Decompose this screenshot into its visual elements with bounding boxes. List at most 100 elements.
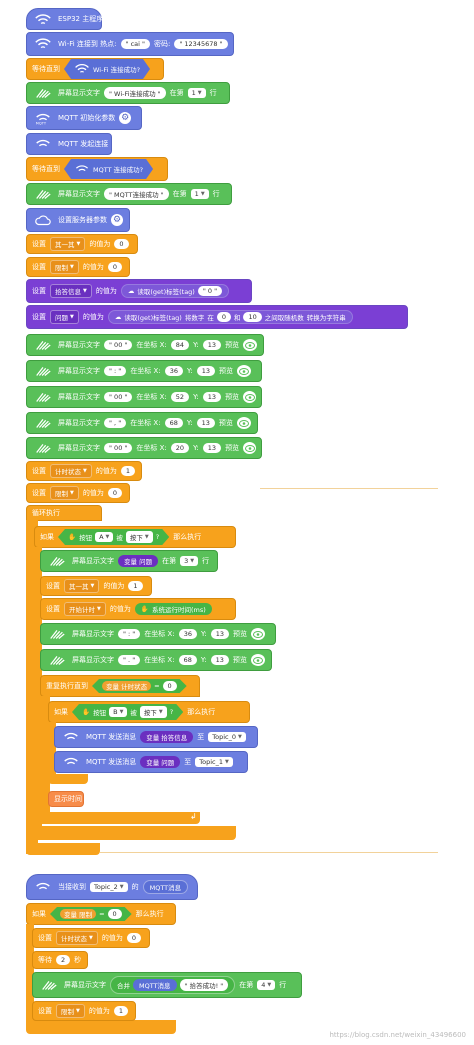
eye-icon[interactable] xyxy=(243,391,256,403)
button-pressed-condition[interactable]: ✋ 按钮 A▼ 被 按下▼ ? xyxy=(58,529,169,545)
screen-show-xy-block[interactable]: 屏幕显示文字 " : " 在坐标 X: 36 Y: 13 预览 xyxy=(26,360,262,382)
y-input[interactable]: 13 xyxy=(196,418,215,428)
value-input[interactable]: 1 xyxy=(113,1006,128,1016)
eye-icon[interactable] xyxy=(243,339,258,351)
screen-show-xy-block[interactable]: 屏幕显示文字 " . " 在坐标 X: 68 Y: 13 预览 xyxy=(40,649,272,671)
if-block[interactable]: 如果 ✋ 按钮 B▼ 被 按下▼ ? 那么执行 xyxy=(48,701,250,723)
row-dropdown[interactable]: 3▼ xyxy=(180,556,199,566)
random-max-input[interactable]: 10 xyxy=(243,312,262,322)
set-question-block[interactable]: 设置 问题▼ 的值为 ☁ 读取(get)标签(tag) 将数字 在 0 和 10… xyxy=(26,305,408,329)
eye-icon[interactable] xyxy=(243,442,256,454)
show-time-block[interactable]: 显示时间 xyxy=(48,791,84,807)
set-variable-block[interactable]: 设置 其一其▼ 的值为 0 xyxy=(26,234,138,254)
mqtt-init-block[interactable]: MQTT MQTT 初始化参数 ⚙ xyxy=(26,106,142,130)
x-input[interactable]: 68 xyxy=(164,418,183,428)
gear-icon[interactable]: ⚙ xyxy=(119,112,132,124)
row-dropdown[interactable]: 1▼ xyxy=(187,88,206,98)
y-input[interactable]: 13 xyxy=(210,655,229,665)
x-input[interactable]: 52 xyxy=(170,392,190,402)
mqtt-publish-block[interactable]: MQTT 发送消息 变量 拾答信息 至 Topic_0▼ xyxy=(54,726,258,748)
mqtt-publish-block[interactable]: MQTT 发送消息 变量 问题 至 Topic_1▼ xyxy=(54,751,248,773)
show-text-input[interactable]: " , " xyxy=(104,418,127,428)
compare-value-input[interactable]: 0 xyxy=(108,909,122,919)
topic-dropdown[interactable]: Topic_2▼ xyxy=(90,882,128,892)
variable-dropdown[interactable]: 其一其▼ xyxy=(64,579,100,593)
mqtt-receive-hat[interactable]: 当接收到 Topic_2▼ 的 MQTT消息 xyxy=(26,874,198,900)
wait-wifi-block[interactable]: 等待直到 Wi-Fi 连接成功? xyxy=(26,58,164,80)
join-text-input[interactable]: " 拾答成功! " xyxy=(179,979,229,991)
forever-loop-block[interactable]: 循环执行 xyxy=(26,505,102,521)
eye-icon[interactable] xyxy=(236,365,251,377)
y-input[interactable]: 13 xyxy=(202,340,222,350)
set-variable-block[interactable]: 设置 其一其▼ 的值为 1 xyxy=(40,576,152,596)
y-input[interactable]: 13 xyxy=(202,443,222,453)
y-input[interactable]: 13 xyxy=(210,629,229,639)
variable-dropdown[interactable]: 计时状态▼ xyxy=(56,931,98,945)
set-variable-block[interactable]: 设置 计时状态▼ 的值为 0 xyxy=(32,928,150,948)
topic-dropdown[interactable]: Topic_0▼ xyxy=(208,732,246,742)
variable-dropdown[interactable]: 开始计时▼ xyxy=(64,602,106,616)
button-pressed-condition[interactable]: ✋ 按钮 B▼ 被 按下▼ ? xyxy=(72,704,183,720)
value-input[interactable]: 1 xyxy=(128,581,143,591)
variable-reporter[interactable]: 变量 限制 xyxy=(60,909,96,919)
variable-dropdown[interactable]: 计时状态▼ xyxy=(50,464,92,478)
show-text-input[interactable]: " Wi-Fi连接成功 " xyxy=(104,87,166,99)
ssid-input[interactable]: " cai " xyxy=(120,39,150,49)
topic-dropdown[interactable]: Topic_1▼ xyxy=(195,757,233,767)
value-input[interactable]: 1 xyxy=(120,466,135,476)
wifi-connected-condition[interactable]: Wi-Fi 连接成功? xyxy=(64,59,150,79)
show-text-input[interactable]: " : " xyxy=(104,366,127,376)
set-variable-block[interactable]: 设置 限制▼ 的值为 1 xyxy=(32,1001,136,1021)
show-text-input[interactable]: " 00 " xyxy=(104,340,133,350)
action-dropdown[interactable]: 按下▼ xyxy=(126,531,153,543)
get-tag-reporter[interactable]: ☁ 读取(get)标签(tag) " 0 " xyxy=(120,284,230,298)
wifi-connect-block[interactable]: Wi-Fi 连接到 热点: " cai " 密码: " 12345678 " xyxy=(26,32,234,56)
variable-reporter[interactable]: 变量 问题 xyxy=(140,756,181,768)
wait-seconds-block[interactable]: 等待 2 秒 xyxy=(32,951,88,969)
variable-dropdown[interactable]: 限制▼ xyxy=(56,1004,85,1018)
button-dropdown[interactable]: A▼ xyxy=(95,532,113,542)
value-input[interactable]: 0 xyxy=(107,488,122,498)
join-reporter[interactable]: 合并 MQTT消息 " 拾答成功! " xyxy=(110,976,236,994)
action-dropdown[interactable]: 按下▼ xyxy=(140,706,167,718)
screen-show-xy-block[interactable]: 屏幕显示文字 " 00 " 在坐标 X: 84 Y: 13 预览 xyxy=(26,334,264,356)
row-dropdown[interactable]: 4▼ xyxy=(257,980,276,990)
screen-show-var-block[interactable]: 屏幕显示文字 变量 问题 在第 3▼ 行 xyxy=(40,550,218,572)
mqtt-message-reporter[interactable]: MQTT消息 xyxy=(133,979,177,991)
main-program-hat[interactable]: ESP32 主程序 xyxy=(26,8,103,30)
set-variable-block[interactable]: 设置 限制▼ 的值为 0 xyxy=(26,257,130,277)
x-input[interactable]: 68 xyxy=(178,655,197,665)
y-input[interactable]: 13 xyxy=(202,392,222,402)
if-block[interactable]: 如果 变量 限制 = 0 那么执行 xyxy=(26,903,176,925)
compare-value-input[interactable]: 0 xyxy=(163,681,177,691)
set-variable-block[interactable]: 设置 限制▼ 的值为 0 xyxy=(26,483,130,503)
repeat-until-block[interactable]: 重复执行直到 变量 计时状态 = 0 xyxy=(40,675,200,697)
mqtt-connect-block[interactable]: MQTT 发起连接 xyxy=(26,133,112,155)
seconds-input[interactable]: 2 xyxy=(56,955,71,965)
equals-condition[interactable]: 变量 限制 = 0 xyxy=(50,907,132,921)
y-input[interactable]: 13 xyxy=(196,366,215,376)
if-block[interactable]: 如果 ✋ 按钮 A▼ 被 按下▼ ? 那么执行 xyxy=(34,526,236,548)
show-text-input[interactable]: " MQTT连接成功 " xyxy=(104,188,169,200)
server-params-block[interactable]: 设置服务器参数 ⚙ xyxy=(26,208,130,232)
x-input[interactable]: 36 xyxy=(164,366,183,376)
value-input[interactable]: 0 xyxy=(126,933,141,943)
x-input[interactable]: 84 xyxy=(170,340,190,350)
show-text-input[interactable]: " . " xyxy=(118,655,141,665)
x-input[interactable]: 36 xyxy=(178,629,197,639)
password-input[interactable]: " 12345678 " xyxy=(174,39,228,49)
set-variable-block[interactable]: 设置 计时状态▼ 的值为 1 xyxy=(26,461,142,481)
variable-dropdown[interactable]: 问题▼ xyxy=(50,310,79,324)
show-text-input[interactable]: " 00 " xyxy=(104,392,133,402)
set-start-time-block[interactable]: 设置 开始计时▼ 的值为 ✋系统运行时间(ms) xyxy=(40,598,236,620)
screen-show-xy-block[interactable]: 屏幕显示文字 " 00 " 在坐标 X: 20 Y: 13 预览 xyxy=(26,437,262,459)
system-time-reporter[interactable]: ✋系统运行时间(ms) xyxy=(134,603,212,615)
row-dropdown[interactable]: 1▼ xyxy=(190,189,209,199)
screen-show-xy-block[interactable]: 屏幕显示文字 " , " 在坐标 X: 68 Y: 13 预览 xyxy=(26,412,258,434)
variable-reporter[interactable]: 变量 拾答信息 xyxy=(140,731,194,743)
screen-show-xy-block[interactable]: 屏幕显示文字 " 00 " 在坐标 X: 52 Y: 13 预览 xyxy=(26,386,262,408)
screen-show-join-block[interactable]: 屏幕显示文字 合并 MQTT消息 " 拾答成功! " 在第 4▼ 行 xyxy=(32,972,302,998)
eye-icon[interactable] xyxy=(236,417,251,429)
get-tag-reporter[interactable]: ☁ 读取(get)标签(tag) 将数字 在 0 和 10 之间取随机数 转换为… xyxy=(107,310,353,324)
value-input[interactable]: 0 xyxy=(107,262,122,272)
